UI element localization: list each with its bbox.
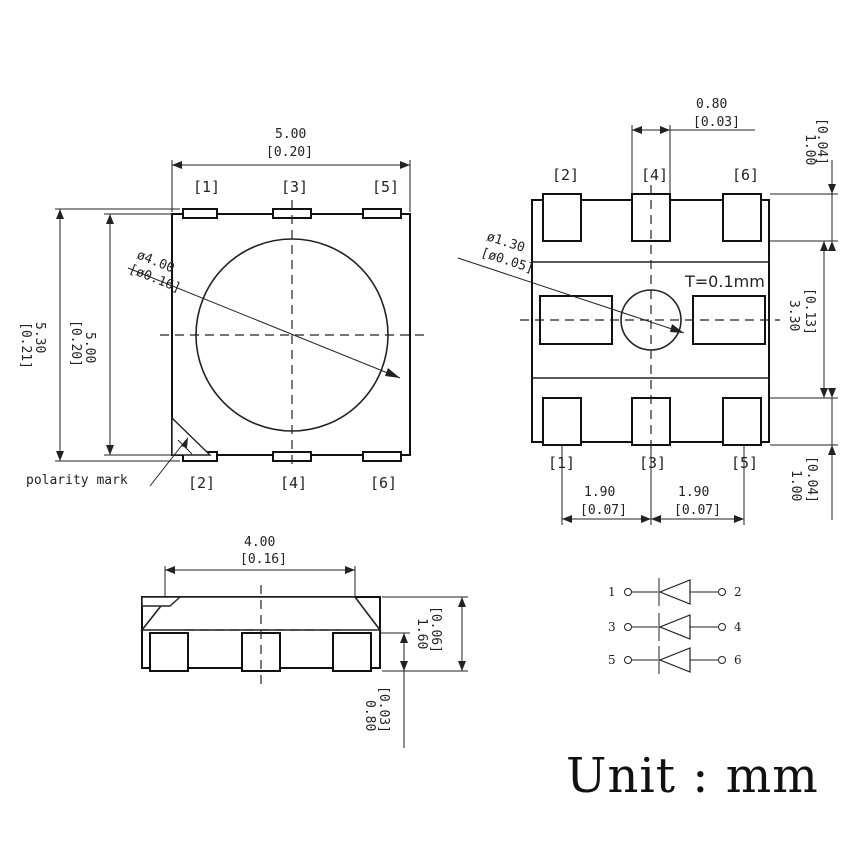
unit-label: Unit : mm — [566, 748, 819, 804]
schematic-row-2: 3 4 — [608, 613, 742, 641]
side-width-label-in: [0.16] — [240, 552, 287, 567]
schematic-pin-6: 6 — [734, 653, 742, 667]
side-view-lead-right — [332, 632, 372, 672]
pad-height-bottom-label: 1.00 — [788, 470, 803, 501]
diode-2-icon — [658, 614, 691, 640]
lens-diameter-leader — [127, 267, 401, 379]
top-view-pin-label-2: [2] — [188, 474, 215, 492]
bottom-view-pin-label-6: [6] — [732, 166, 759, 184]
schematic-row-3: 5 6 — [608, 646, 742, 674]
side-lead-label-in: [0.03] — [376, 686, 391, 733]
bottom-view-pin-label-3: [3] — [639, 454, 666, 472]
side-width-label: 4.00 — [244, 535, 275, 550]
diode-1-icon — [658, 579, 691, 605]
body-height-label-in: [0.13] — [802, 288, 817, 335]
hole-diameter-leader — [457, 257, 685, 334]
bottom-view-pad-1 — [542, 397, 582, 446]
bottom-view-pad-2 — [542, 193, 582, 242]
schematic-pin-3: 3 — [608, 620, 616, 634]
top-view-pin-label-5: [5] — [372, 178, 399, 196]
top-outer-height-label: 5.30 — [32, 322, 47, 353]
bottom-view-pin-label-2: [2] — [552, 166, 579, 184]
side-view-polarity-notch — [141, 596, 182, 607]
side-view: 4.00 [0.16] 1.60 [0.06] 0.80 [0.03] — [140, 535, 468, 748]
polarity-leader — [149, 439, 187, 487]
side-lead-label: 0.80 — [362, 700, 377, 731]
pad-height-bottom-label-in: [0.04] — [804, 456, 819, 503]
schematic-pin-1: 1 — [608, 585, 616, 599]
bottom-view-pad-6 — [722, 193, 762, 242]
diode-3-icon — [658, 647, 691, 673]
top-view-pin-label-4: [4] — [280, 474, 307, 492]
polarity-leader-arrow — [181, 437, 188, 448]
schematic-pin-4: 4 — [734, 620, 742, 634]
thickness-note: T=0.1mm — [684, 272, 765, 291]
bottom-view-pin-label-5: [5] — [731, 454, 758, 472]
top-outer-height-label-in: [0.21] — [18, 322, 33, 369]
top-view-pin-label-1: [1] — [193, 178, 220, 196]
side-view-lens-profile — [140, 596, 382, 631]
top-view-pin-label-3: [3] — [281, 178, 308, 196]
top-view-pad-1 — [182, 208, 218, 219]
pitch-left-label: 1.90 — [584, 485, 615, 500]
pad-width-label-in: [0.03] — [693, 115, 740, 130]
top-view-pin-label-6: [6] — [370, 474, 397, 492]
body-height-label: 3.30 — [786, 300, 801, 331]
top-inner-height-label-in: [0.20] — [68, 320, 83, 367]
bottom-view-pad-3 — [631, 397, 671, 446]
pin-schematic: 1 2 3 4 5 6 — [608, 578, 742, 674]
pad-height-top-label-in: [0.04] — [814, 118, 829, 165]
side-height-label-in: [0.06] — [428, 606, 443, 653]
schematic-pin-2: 2 — [734, 585, 742, 599]
side-view-lead-left — [149, 632, 189, 672]
top-view-pad-6 — [362, 451, 402, 462]
pad-width-label: 0.80 — [696, 97, 727, 112]
schematic-pin-5: 5 — [608, 653, 616, 667]
pad-height-top-label: 1.00 — [802, 134, 817, 165]
top-view-pad-5 — [362, 208, 402, 219]
pitch-right-label-in: [0.07] — [674, 503, 721, 518]
top-width-dim-label-in: [0.20] — [266, 145, 313, 160]
polarity-mark-label: polarity mark — [26, 473, 128, 488]
pitch-right-label: 1.90 — [678, 485, 709, 500]
top-width-dim-label: 5.00 — [275, 127, 306, 142]
lens-diameter-arrow — [385, 368, 400, 378]
side-height-label: 1.60 — [414, 618, 429, 649]
pitch-left-label-in: [0.07] — [580, 503, 627, 518]
bottom-view-pad-5 — [722, 397, 762, 446]
schematic-row-1: 1 2 — [608, 578, 742, 606]
top-inner-height-label: 5.00 — [82, 332, 97, 363]
bottom-view-pin-label-4: [4] — [641, 166, 668, 184]
top-view: ø4.00 [ø0.16] polarity mark [1] [3] [5] … — [18, 127, 425, 492]
bottom-view: ø1.30 [ø0.05] T=0.1mm [2] [4] [6] [1] [3… — [457, 97, 838, 525]
